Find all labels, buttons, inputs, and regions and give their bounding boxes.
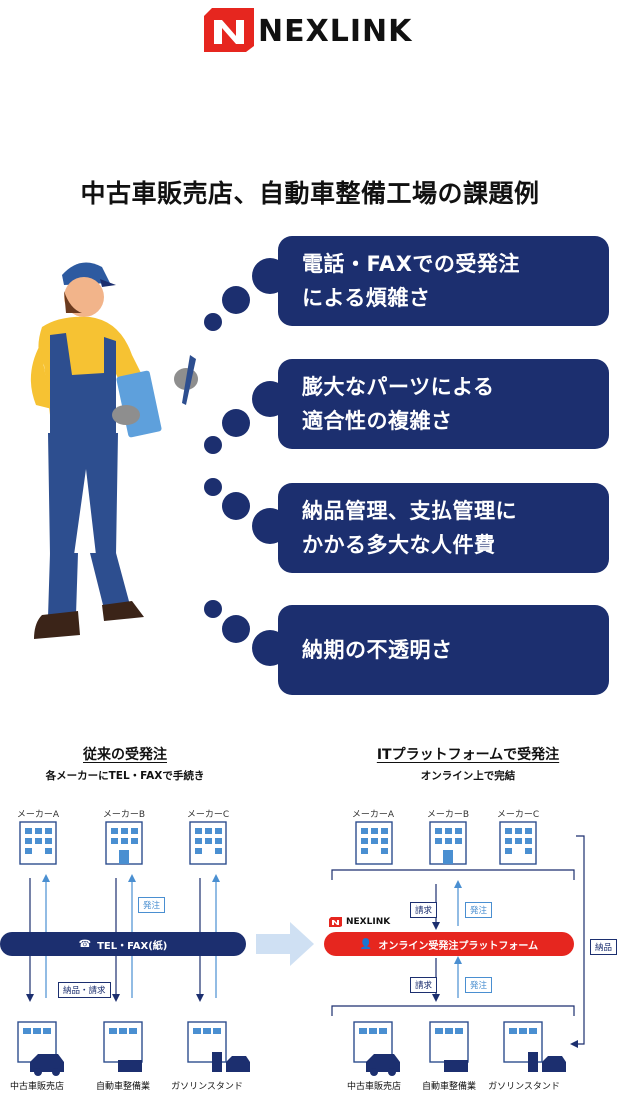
transition-arrow-icon: [256, 922, 314, 966]
issue-line: による煩雑さ: [302, 286, 431, 310]
tel-fax-label: TEL・FAX(紙): [97, 940, 168, 952]
delivery-tag: 納品・請求: [58, 982, 111, 998]
shop-label: 中古車販売店: [9, 1082, 64, 1092]
order-tag: 発注: [465, 977, 493, 993]
platform-mini-logo: NEXLINK: [328, 915, 390, 929]
left-flow-graphic: [19, 821, 227, 1002]
thought-dot: [204, 436, 222, 454]
issue-line: 膨大なパーツによる: [302, 375, 495, 399]
shop-label: ガソリンスタンド: [488, 1082, 560, 1092]
maker-label: メーカーB: [102, 810, 146, 820]
tel-fax-bar: ☎ TEL・FAX(紙): [0, 932, 246, 956]
page-title: 中古車販売店、自動車整備工場の課題例: [80, 179, 540, 208]
order-tag: 発注: [138, 897, 166, 913]
thought-dot: [204, 313, 222, 331]
thought-dot: [222, 409, 250, 437]
thought-dot: [204, 478, 222, 496]
fax-icon: ☎: [78, 938, 92, 950]
shop-label: ガソリンスタンド: [171, 1082, 243, 1092]
delivery-tag: 納品: [590, 939, 618, 955]
platform-bar: 👤 オンライン受発注プラットフォーム: [324, 932, 574, 956]
user-icon: 👤: [359, 938, 373, 950]
maker-label: メーカーA: [351, 810, 395, 820]
platform-label: オンライン受発注プラットフォーム: [378, 940, 539, 952]
brand-logo: NEXLINK: [196, 4, 426, 56]
nexlink-logo-icon: [329, 917, 342, 927]
invoice-tag: 請求: [410, 902, 438, 918]
shop-label: 自動車整備業: [95, 1082, 150, 1092]
issue-bubble: 膨大なパーツによる 適合性の複雑さ: [278, 359, 609, 449]
maker-label: メーカーA: [16, 810, 60, 820]
issue-line: 電話・FAXでの受発注: [302, 252, 520, 276]
order-tag: 発注: [465, 902, 493, 918]
thought-dot: [222, 615, 250, 643]
brand-name: NEXLINK: [258, 14, 413, 49]
issue-bubble: 納品管理、支払管理に かかる多大な人件費: [278, 483, 609, 573]
shop-label: 自動車整備業: [421, 1082, 476, 1092]
right-diagram-title: ITプラットフォームで受発注: [376, 747, 560, 763]
issue-bubble: 納期の不透明さ: [278, 605, 609, 695]
left-diagram-subtitle: 各メーカーにTEL・FAXで手続き: [45, 770, 205, 782]
right-diagram-subtitle: オンライン上で完結: [420, 770, 516, 782]
maker-label: メーカーB: [426, 810, 470, 820]
issue-line: かかる多大な人件費: [302, 533, 496, 557]
thought-dot: [222, 492, 250, 520]
shop-label: 中古車販売店: [346, 1082, 401, 1092]
left-shops-graphic: [17, 1021, 250, 1076]
right-flow-graphic: [331, 821, 585, 1076]
issue-bubble: 電話・FAXでの受発注 による煩雑さ: [278, 236, 609, 326]
issue-line: 納品管理、支払管理に: [302, 499, 517, 523]
thought-dot: [222, 286, 250, 314]
issue-line: 納期の不透明さ: [302, 638, 453, 662]
mini-logo-text: NEXLINK: [346, 917, 391, 927]
nexlink-logo-icon: [204, 8, 254, 52]
left-diagram-title: 従来の受発注: [83, 747, 167, 763]
maker-label: メーカーC: [496, 810, 540, 820]
thought-dot: [204, 600, 222, 618]
invoice-tag: 請求: [410, 977, 438, 993]
mechanic-illustration: [30, 262, 198, 639]
issue-line: 適合性の複雑さ: [302, 409, 453, 433]
maker-label: メーカーC: [186, 810, 230, 820]
